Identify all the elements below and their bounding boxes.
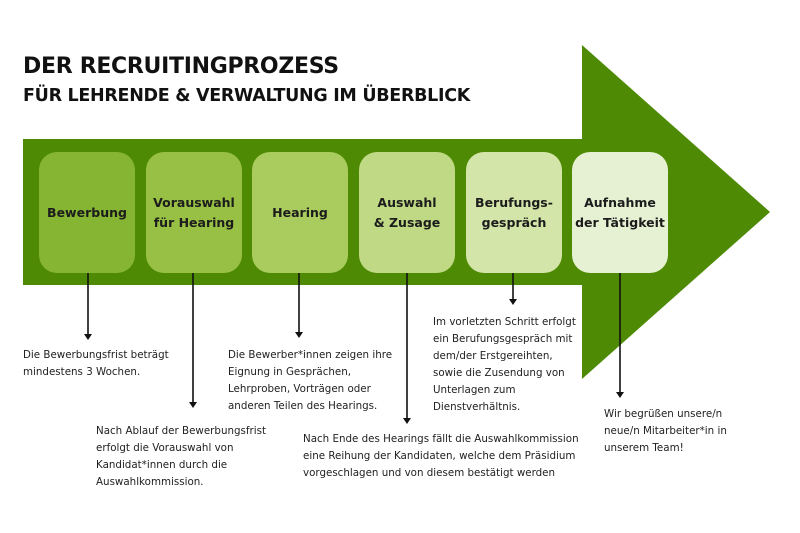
step-label: Berufungs- gespräch bbox=[475, 194, 553, 230]
page-title: DER RECRUITINGPROZESS bbox=[23, 54, 339, 79]
step-label: Bewerbung bbox=[47, 204, 127, 220]
step-description-bewerbung: Die Bewerbungsfrist beträgt mindestens 3… bbox=[23, 349, 169, 378]
step-label: Hearing bbox=[272, 204, 328, 220]
step-description-vorauswahl: Nach Ablauf der Bewerbungsfrist erfolgt … bbox=[96, 425, 267, 488]
step-label: Aufnahme der Tätigkeit bbox=[575, 194, 665, 230]
arrow-down-icon bbox=[189, 402, 197, 408]
step-box-berufungsgespraech: Berufungs- gespräch bbox=[466, 152, 562, 273]
step-box-auswahl-zusage: Auswahl & Zusage bbox=[359, 152, 455, 273]
step-description-auswahl-zusage: Nach Ende des Hearings fällt die Auswahl… bbox=[303, 433, 579, 479]
step-box-bewerbung: Bewerbung bbox=[39, 152, 135, 273]
step-label: Vorauswahl für Hearing bbox=[153, 194, 235, 230]
arrow-down-icon bbox=[509, 299, 517, 305]
step-box-vorauswahl: Vorauswahl für Hearing bbox=[146, 152, 242, 273]
step-description-aufnahme: Wir begrüßen unsere/n neue/n Mitarbeiter… bbox=[604, 408, 727, 454]
step-description-hearing: Die Bewerber*innen zeigen ihre Eignung i… bbox=[228, 349, 393, 412]
page-subtitle: FÜR LEHRENDE & VERWALTUNG IM ÜBERBLICK bbox=[23, 86, 471, 106]
arrow-down-icon bbox=[84, 334, 92, 340]
arrow-down-icon bbox=[616, 392, 624, 398]
step-label: Auswahl & Zusage bbox=[373, 194, 441, 230]
arrow-down-icon bbox=[403, 418, 411, 424]
arrow-down-icon bbox=[295, 332, 303, 338]
step-box-hearing: Hearing bbox=[252, 152, 348, 273]
step-description-berufungsgespraech: Im vorletzten Schritt erfolgt ein Berufu… bbox=[433, 316, 576, 413]
step-box-aufnahme: Aufnahme der Tätigkeit bbox=[572, 152, 668, 273]
